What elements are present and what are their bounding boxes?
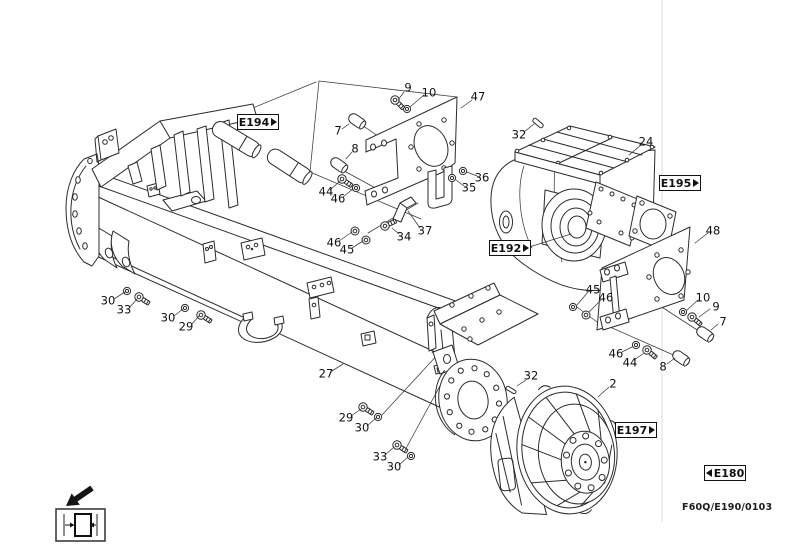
mounting-plate-47 [364, 96, 458, 223]
beam-clip [360, 330, 377, 347]
part-label-35: 35 [461, 180, 477, 195]
ref-box-label: E192 [490, 241, 522, 255]
pin-7 [696, 326, 715, 343]
beam-bracket [308, 296, 321, 320]
ref-box-E195[interactable]: E195 [659, 175, 701, 191]
ref-box-E180[interactable]: E180 [704, 465, 746, 481]
part-label-37: 37 [417, 223, 433, 238]
gearbox-saddle-bracket [426, 282, 539, 375]
ref-box-label: E194 [238, 115, 270, 129]
part-label-29: 29 [178, 319, 194, 334]
ref-box-label: E197 [616, 423, 648, 437]
part-label-36: 36 [474, 170, 490, 185]
part-label-32: 32 [511, 127, 527, 142]
part-label-45: 45 [585, 282, 601, 297]
part-label-30: 30 [100, 293, 116, 308]
part-label-30: 30 [386, 459, 402, 474]
part-label-8: 8 [351, 141, 359, 156]
pin-7 [348, 113, 367, 130]
part-label-48: 48 [705, 223, 721, 238]
drum-ribs [521, 393, 613, 507]
j-bracket [427, 165, 453, 209]
part-label-46: 46 [608, 346, 624, 361]
part-label-33: 33 [116, 302, 132, 317]
part-label-44: 44 [622, 355, 638, 370]
pin-32 [532, 117, 544, 129]
part-label-7: 7 [719, 314, 727, 329]
output-flange-e195 [628, 195, 677, 253]
angle-bracket-37 [392, 196, 417, 223]
part-label-46: 46 [330, 191, 346, 206]
right-arrow-icon [693, 179, 700, 187]
leader-lines [113, 91, 719, 466]
fasteners [122, 95, 715, 461]
hub-drum-2 [490, 385, 618, 515]
tow-shackle [238, 311, 285, 343]
beam-bracket [306, 276, 335, 299]
ref-box-E194[interactable]: E194 [237, 114, 279, 130]
part-label-10: 10 [695, 290, 711, 305]
frame-cross-section-icon [55, 508, 106, 542]
beam-tab [202, 240, 217, 264]
ref-box-E197[interactable]: E197 [615, 422, 657, 438]
plate-48-bracket-bottom [599, 308, 630, 331]
washers [122, 104, 688, 461]
driveshaft-sleeve [211, 121, 262, 159]
part-label-9: 9 [404, 80, 412, 95]
driveshaft-sleeve [266, 148, 313, 185]
left-arrow-icon [705, 469, 712, 477]
ref-box-label: E180 [713, 466, 745, 480]
pin-8 [330, 157, 349, 174]
right-arrow-icon [523, 244, 530, 252]
pin-8 [672, 350, 691, 367]
pin-32 [505, 385, 517, 395]
ref-box-label: E195 [660, 176, 692, 190]
part-label-7: 7 [334, 123, 342, 138]
ref-box-E192[interactable]: E192 [489, 240, 531, 256]
part-label-33: 33 [372, 449, 388, 464]
axle-beam-27 [65, 153, 539, 412]
part-label-30: 30 [354, 420, 370, 435]
mounting-plate-48 [596, 226, 691, 331]
right-arrow-icon [271, 118, 278, 126]
axle-flange [434, 358, 508, 442]
part-label-10: 10 [421, 85, 437, 100]
direction-arrow-icon [66, 485, 94, 506]
part-label-29: 29 [338, 410, 354, 425]
part-label-30: 30 [160, 310, 176, 325]
part-label-47: 47 [470, 89, 486, 104]
legend-symbol-group [55, 485, 106, 542]
part-label-44: 44 [318, 184, 334, 199]
part-label-32: 32 [523, 368, 539, 383]
part-label-46: 46 [598, 290, 614, 305]
part-label-8: 8 [659, 359, 667, 374]
part-label-24: 24 [638, 134, 654, 149]
beam-end-flange [65, 153, 100, 267]
output-boss [541, 188, 607, 262]
part-label-34: 34 [396, 229, 412, 244]
part-label-27: 27 [318, 366, 334, 381]
drawing-number: F60Q/E190/0103 [682, 502, 773, 513]
part-label-9: 9 [712, 299, 720, 314]
part-label-45: 45 [339, 242, 355, 257]
right-arrow-icon [649, 426, 656, 434]
part-label-46: 46 [326, 235, 342, 250]
part-label-2: 2 [609, 376, 617, 391]
transfer-gearbox-24 [490, 125, 677, 291]
